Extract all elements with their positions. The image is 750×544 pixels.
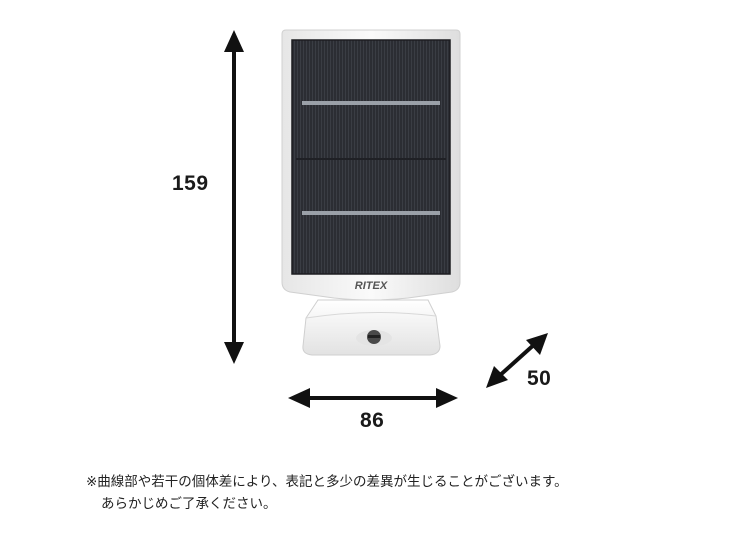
height-arrow (224, 30, 244, 364)
disclaimer-line-1: ※曲線部や若干の個体差により、表記と多少の差異が生じることがございます。 (86, 474, 568, 490)
solar-panel: RITEX (281, 29, 461, 301)
width-dimension-label: 86 (360, 409, 385, 432)
width-arrow (288, 388, 458, 408)
depth-arrow (486, 333, 548, 388)
depth-dimension-label: 50 (527, 367, 552, 390)
brand-logo: RITEX (355, 280, 388, 292)
mount-base (302, 299, 441, 356)
height-dimension-label: 159 (172, 172, 209, 195)
disclaimer-line-2: あらかじめご了承ください。 (101, 496, 277, 512)
